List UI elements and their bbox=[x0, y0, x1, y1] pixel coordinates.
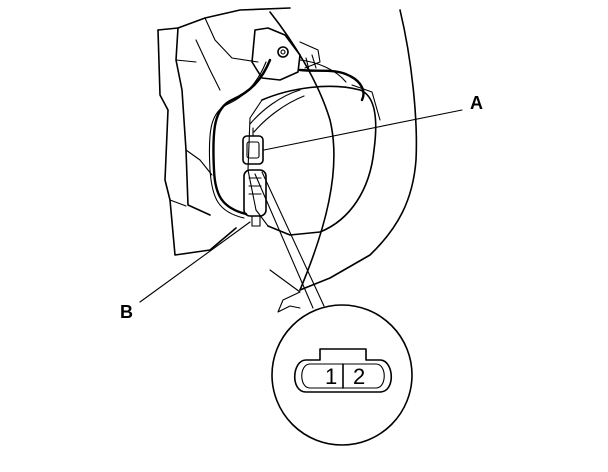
connector-face-outline bbox=[293, 348, 393, 393]
wiring-harness bbox=[208, 58, 365, 219]
callout-a-label: A bbox=[470, 93, 483, 113]
connector-a bbox=[242, 127, 264, 165]
pin-2-label: 2 bbox=[353, 364, 365, 389]
leader-line-zoom-2 bbox=[261, 171, 325, 307]
body-panel bbox=[157, 7, 291, 256]
callout-leaders bbox=[139, 109, 463, 309]
leader-line-zoom-1 bbox=[254, 173, 314, 309]
mounting-bracket bbox=[251, 27, 321, 81]
leader-line-a bbox=[263, 109, 463, 151]
connector-detail-zoom: 1 2 bbox=[271, 304, 413, 446]
pin-1-label: 1 bbox=[325, 364, 337, 389]
connector-b bbox=[243, 169, 267, 227]
leader-line-b bbox=[139, 221, 251, 303]
callout-b-label: B bbox=[120, 302, 133, 322]
headlight-housing bbox=[247, 9, 418, 313]
